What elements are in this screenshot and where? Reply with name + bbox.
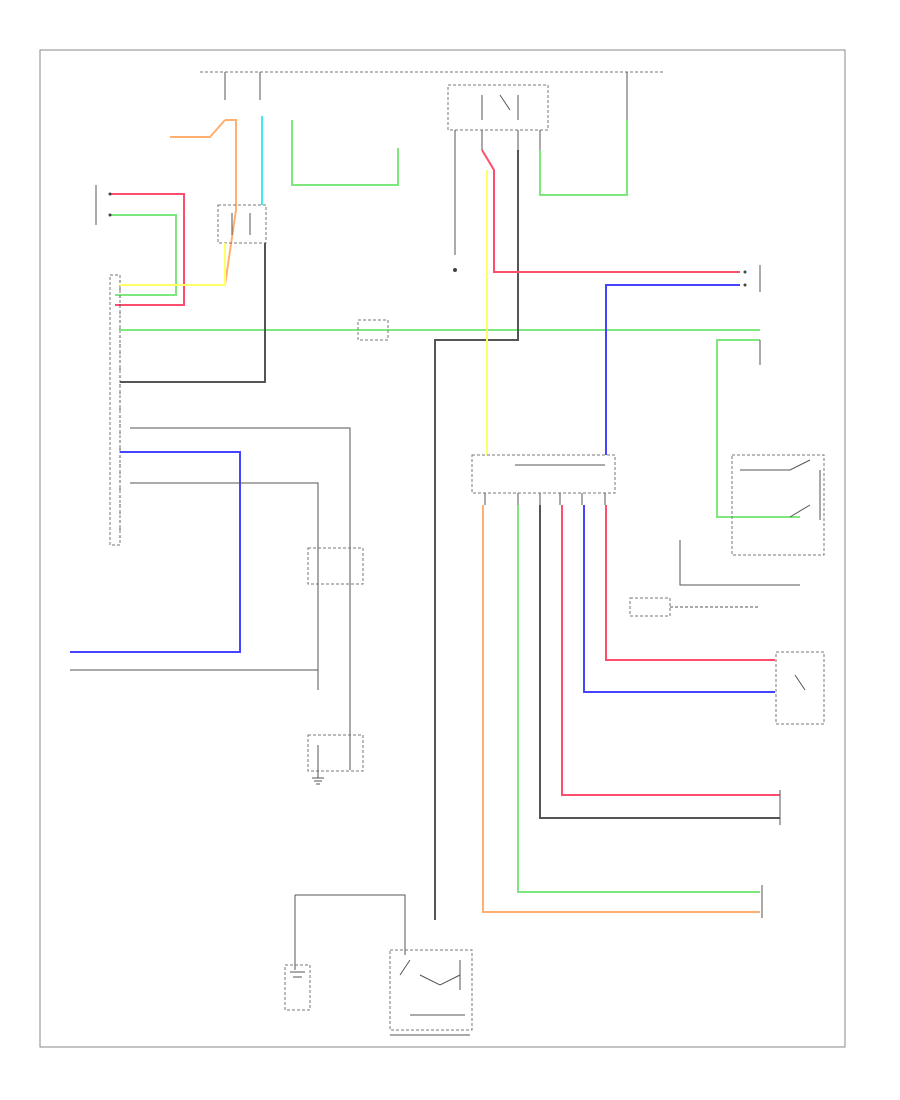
tcm-red-wire-2 [605,505,775,661]
mid-right-connector [775,651,825,725]
lower-relay [307,734,364,772]
small-connector-icon [629,597,760,617]
left-blue-wire [70,451,241,653]
right-green-wire [716,339,800,518]
left-black-wire [120,243,266,383]
top-red-wire [481,149,740,273]
starter-relay [389,949,473,1031]
tcm-orange-wire [482,505,760,913]
top-green-wire [291,120,399,186]
left-yellow-wire [120,243,226,286]
right-top-connector [743,265,761,292]
tcm-black-wire [539,505,780,819]
control-module-connector [109,274,121,546]
top-blue-wire [605,284,740,455]
battery-icon [284,894,406,1011]
top-left-relay-switch-icon [231,213,251,235]
right-switch-block [731,454,825,556]
middle-relay [307,547,364,585]
tcm-blue-wire [583,505,775,693]
right-top-green-wire [539,120,628,196]
diagram-frame [39,49,846,1048]
central-relay-block [447,84,549,255]
tcm-red-wire [561,505,780,796]
tcm-green-wire [517,505,760,893]
central-black-wire [434,150,519,920]
top-left-fuse-group [170,72,267,286]
ground-icon [312,770,324,785]
left-top-connector [95,185,185,306]
tcm-connector-block [471,454,616,505]
